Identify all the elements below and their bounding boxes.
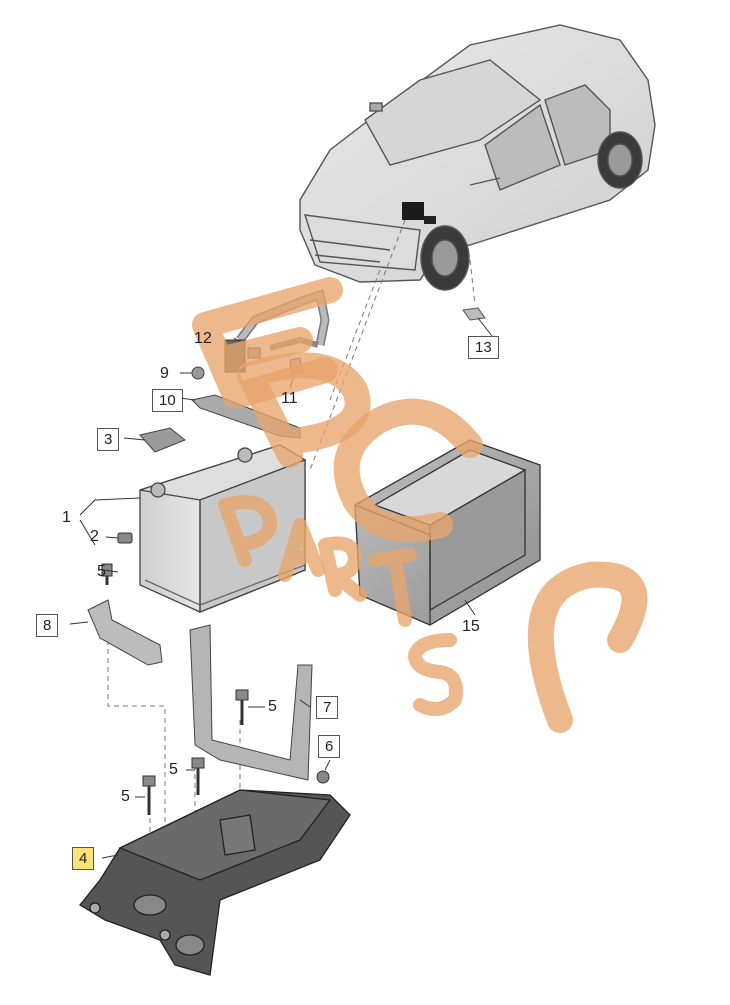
callout-5-lower: 5 [121, 788, 130, 805]
callout-3: 3 [97, 428, 120, 451]
part-6-nut [316, 770, 330, 784]
callout-5-middle: 5 [169, 761, 178, 778]
callout-11: 5 [97, 563, 106, 580]
part-9-nut [191, 366, 205, 380]
part-4-tray [79, 789, 351, 976]
part-3-cover [139, 427, 186, 453]
part-1-battery [139, 444, 307, 613]
part-14-pad [462, 307, 486, 321]
callout-5-upper: 5 [268, 698, 277, 715]
car-illustration [299, 24, 656, 291]
callout-7: 7 [316, 696, 339, 719]
callout-6: 6 [318, 735, 341, 758]
callout-13: 11 [281, 390, 298, 407]
callout-10: 8 [36, 614, 59, 637]
callout-9: 9 [160, 365, 169, 382]
part-2-screw [117, 532, 133, 544]
part-10-bracket [87, 599, 163, 666]
battery-location-marker [402, 202, 424, 220]
watermark-logo [192, 277, 648, 733]
callout-12: 12 [194, 330, 212, 347]
part-7-strap [189, 624, 313, 781]
callout-8: 10 [152, 389, 183, 412]
callout-14: 13 [468, 336, 499, 359]
callout-2: 2 [90, 528, 99, 545]
part-5-bolts [142, 689, 249, 815]
callout-4-highlighted: 4 [72, 847, 95, 870]
callout-15: 15 [462, 618, 480, 635]
callout-1: 1 [62, 509, 71, 526]
